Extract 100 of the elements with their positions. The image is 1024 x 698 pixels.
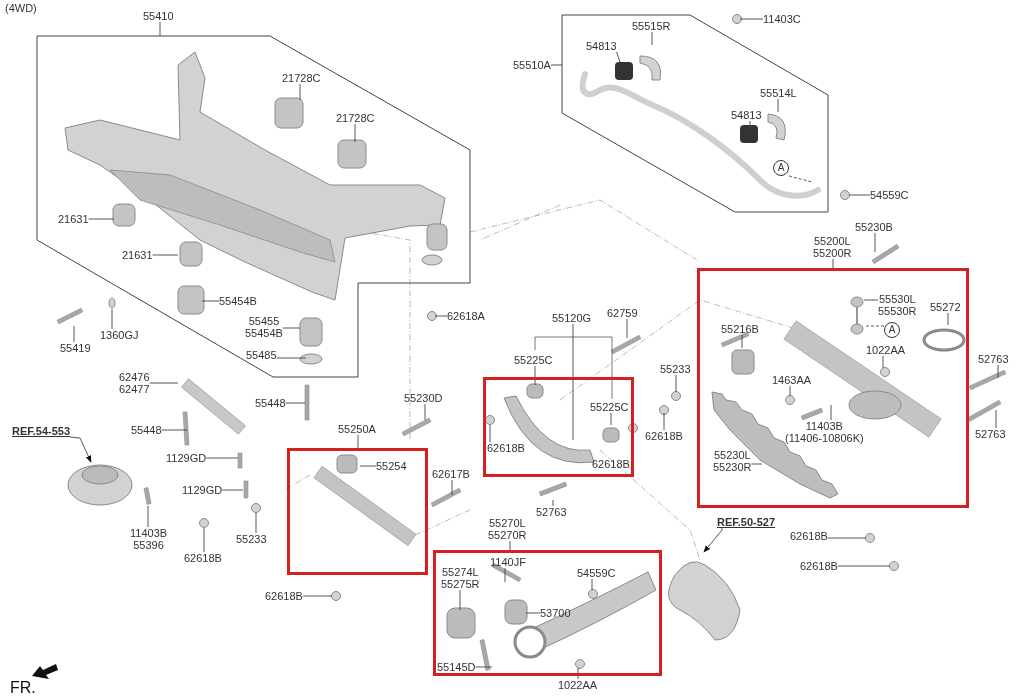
part-number: 55216B [721, 323, 759, 335]
leader-line [995, 409, 997, 429]
part-number: 62618B [645, 430, 683, 442]
part-number: 55225C [514, 354, 553, 366]
leader-line [149, 382, 179, 384]
part-number: 55230L 55230R [713, 449, 752, 473]
part-number: 1463AA [772, 374, 812, 386]
part-number: 55274L 55275R [441, 566, 480, 590]
leader-line [285, 402, 306, 404]
leader-line [848, 194, 871, 196]
part-number: 11403B (11406-10806K) [785, 420, 864, 444]
part-number: 55530L 55530R [878, 293, 917, 317]
leader-line [159, 21, 161, 37]
part-number: 1140JF [490, 556, 526, 568]
leader-line [552, 499, 554, 507]
part-number: 11403C [763, 13, 801, 25]
part-number: 62618B [184, 552, 222, 564]
part-number: 55225C [590, 401, 629, 413]
leader-line [299, 83, 301, 101]
leader-line [749, 120, 751, 131]
part-number: 21631 [58, 213, 89, 225]
part-number: 55410 [143, 10, 174, 22]
leader-line [651, 31, 653, 46]
highlight-frame [697, 268, 969, 508]
part-number: 62618B [800, 560, 838, 572]
part-number: 55448 [131, 424, 162, 436]
part-number: 55233 [236, 533, 267, 545]
leader-line [203, 527, 205, 553]
leader-line [827, 537, 867, 539]
leader-line [863, 299, 879, 301]
leader-line [789, 385, 791, 397]
stabilizer-link-drawing [850, 296, 864, 336]
leader-line [832, 258, 834, 269]
part-number: 54813 [731, 109, 762, 121]
leader-line [739, 18, 764, 20]
part-number: 55250A [338, 423, 376, 435]
part-number: 1360GJ [100, 329, 139, 341]
leader-line [111, 308, 113, 330]
part-number: 55419 [60, 342, 91, 354]
highlight-frame [287, 448, 428, 575]
part-number: 21728C [336, 112, 375, 124]
part-number: 55120G [552, 312, 592, 324]
part-number: 1022AA [558, 679, 598, 691]
reference-circle: A [884, 322, 900, 338]
leader-line [302, 595, 333, 597]
leader-line [161, 429, 188, 431]
part-number: 53700 [540, 607, 571, 619]
reference-label: REF.50-527 [717, 516, 776, 528]
leader-line [201, 300, 220, 302]
leader-line [610, 412, 612, 426]
leader-line [525, 612, 541, 614]
part-number: 11403B 55396 [130, 527, 168, 551]
leader-line [475, 666, 493, 668]
plain-label: (4WD) [5, 2, 37, 14]
part-number: 1022AA [866, 344, 906, 356]
part-number: 55233 [660, 363, 691, 375]
leader-line [572, 323, 574, 441]
leader-line [451, 479, 453, 496]
part-number: 52763 [975, 428, 1006, 440]
leader-line [73, 325, 75, 343]
part-number: 55515R [632, 20, 671, 32]
group-outline [562, 15, 828, 212]
leader-line [626, 318, 628, 339]
leader-line [357, 434, 359, 449]
leader-line [577, 667, 579, 680]
leader-line [504, 567, 506, 583]
leader-line [434, 315, 448, 317]
leader-line [874, 232, 876, 253]
leader-line [205, 457, 239, 459]
leader-line [663, 412, 665, 431]
leader-line [354, 123, 356, 143]
part-number: 55230B [855, 221, 893, 233]
leader-line [777, 98, 779, 113]
part-number: 55510A [513, 59, 551, 71]
leader-line [424, 403, 426, 421]
leader-line [489, 424, 491, 443]
part-number: 55455 55454B [245, 315, 283, 339]
leader-line [741, 334, 743, 349]
part-number: 62618B [265, 590, 303, 602]
leader-line [282, 327, 301, 329]
leader-line [863, 325, 885, 327]
part-number: 62618B [487, 442, 525, 454]
part-number: 55485 [246, 349, 277, 361]
leader-line [616, 51, 621, 63]
leader-line [550, 64, 563, 66]
leader-line [221, 489, 244, 491]
part-number: 55270L 55270R [488, 517, 527, 541]
part-number: 1129GD [182, 484, 223, 496]
reference-circle: A [773, 160, 789, 176]
part-number: 55145D [437, 661, 476, 673]
part-number: 55514L [760, 87, 797, 99]
part-number: 55454B [219, 295, 257, 307]
leader-line [788, 175, 813, 183]
leader-line [152, 254, 179, 256]
part-number: 54813 [586, 40, 617, 52]
leader-line [947, 312, 949, 326]
leader-line [359, 465, 377, 467]
leader-line [675, 374, 677, 393]
leader-line [997, 364, 999, 379]
part-number: 21728C [282, 72, 321, 84]
